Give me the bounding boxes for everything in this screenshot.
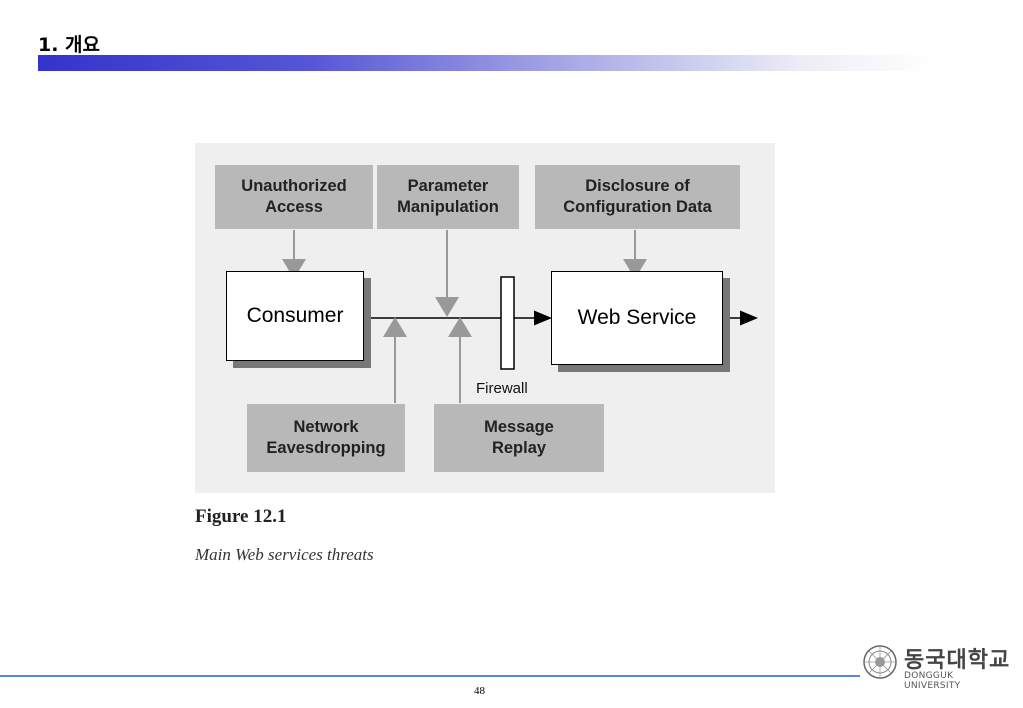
web-service-node: Web Service bbox=[551, 271, 723, 365]
page-number: 48 bbox=[474, 685, 485, 697]
firewall-bar bbox=[500, 276, 515, 370]
threats-diagram: Unauthorized Access Parameter Manipulati… bbox=[195, 143, 775, 493]
figure-caption: Main Web services threats bbox=[195, 545, 374, 564]
consumer-node: Consumer bbox=[226, 271, 364, 361]
threat-unauthorized-access: Unauthorized Access bbox=[215, 165, 373, 229]
slide-title: 1. 개요 bbox=[38, 34, 101, 56]
university-logo: 동국대학교 DONGGUK UNIVERSITY bbox=[862, 642, 1012, 691]
threat-network-eavesdropping: Network Eavesdropping bbox=[247, 404, 405, 472]
threat-disclosure-config-data: Disclosure of Configuration Data bbox=[535, 165, 740, 229]
title-gradient-bar bbox=[38, 55, 933, 71]
threat-message-replay: Message Replay bbox=[434, 404, 604, 472]
figure-number: Figure 12.1 bbox=[195, 506, 287, 527]
threat-parameter-manipulation: Parameter Manipulation bbox=[377, 165, 519, 229]
firewall-label: Firewall bbox=[476, 380, 528, 397]
diagram-connectors bbox=[282, 230, 758, 403]
footer-divider bbox=[0, 675, 860, 677]
university-seal-icon bbox=[863, 645, 897, 679]
logo-korean-name: 동국대학교 bbox=[904, 648, 1011, 673]
logo-english-name: DONGGUK UNIVERSITY bbox=[904, 671, 961, 691]
